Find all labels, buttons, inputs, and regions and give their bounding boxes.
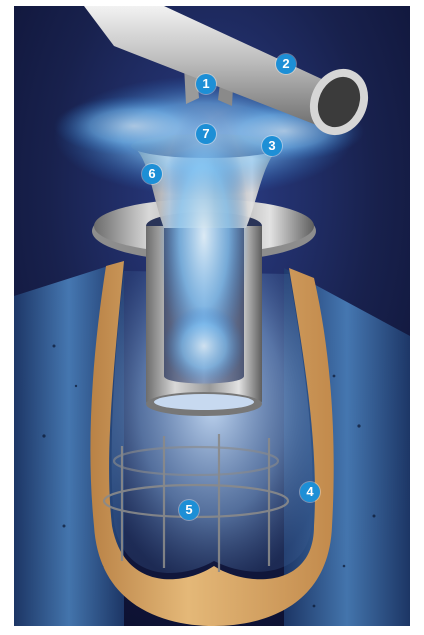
callout-5: 5 [179, 500, 199, 520]
callout-2: 2 [276, 54, 296, 74]
callout-6: 6 [142, 164, 162, 184]
callout-1: 1 [196, 74, 216, 94]
steam-injector-cutaway [14, 6, 410, 626]
callout-7: 7 [196, 124, 216, 144]
callout-3: 3 [262, 136, 282, 156]
illustration-frame: 1 2 3 4 5 6 7 [14, 6, 410, 626]
callout-4: 4 [300, 482, 320, 502]
